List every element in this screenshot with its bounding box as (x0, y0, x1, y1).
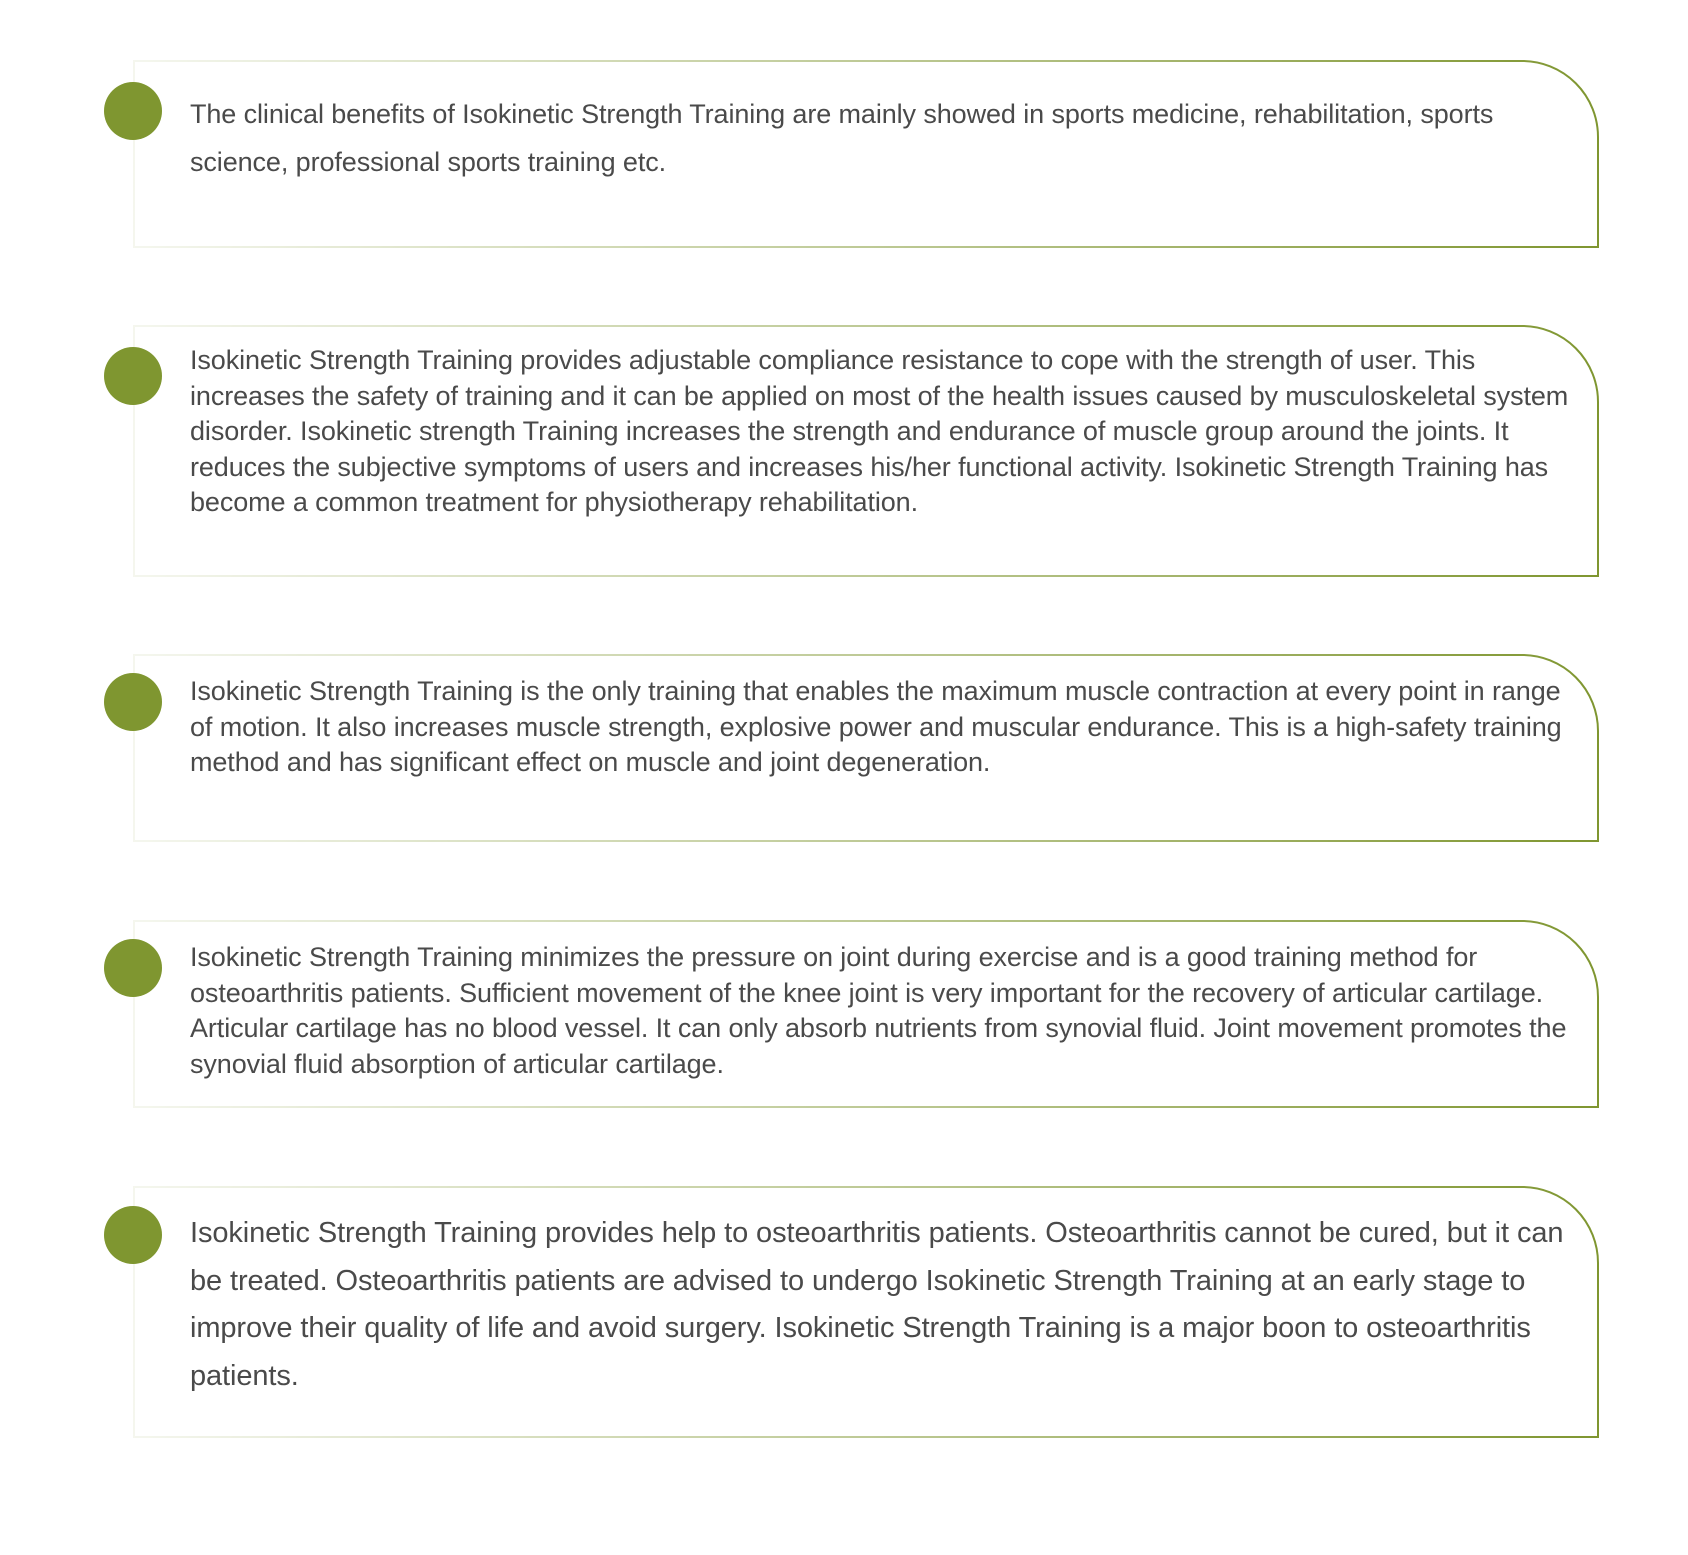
benefit-text: Isokinetic Strength Training minimizes t… (190, 942, 1567, 1079)
card-outline (133, 654, 1599, 842)
bullet-dot-icon (104, 1206, 162, 1264)
benefit-card-5: Isokinetic Strength Training provides he… (104, 1186, 1599, 1438)
bullet-dot-icon (104, 673, 162, 731)
benefit-text: Isokinetic Strength Training is the only… (190, 676, 1562, 777)
card-outline (133, 60, 1599, 248)
benefit-text: Isokinetic Strength Training provides he… (190, 1217, 1564, 1392)
benefit-text: The clinical benefits of Isokinetic Stre… (190, 99, 1494, 177)
card-outline (133, 325, 1599, 577)
card-border (133, 1186, 1599, 1438)
card-border (133, 654, 1599, 842)
card-outline (133, 1186, 1599, 1438)
benefit-card-1: The clinical benefits of Isokinetic Stre… (104, 60, 1599, 248)
card-border (133, 325, 1599, 577)
bullet-dot-icon (104, 347, 162, 405)
bullet-dot-icon (104, 82, 162, 140)
benefit-card-3: Isokinetic Strength Training is the only… (104, 654, 1599, 842)
card-border (133, 920, 1599, 1108)
benefit-card-4: Isokinetic Strength Training minimizes t… (104, 920, 1599, 1108)
bullet-dot-icon (104, 939, 162, 997)
card-outline (133, 920, 1599, 1108)
benefit-text: Isokinetic Strength Training provides ad… (190, 345, 1569, 517)
card-border (133, 60, 1599, 248)
benefit-card-2: Isokinetic Strength Training provides ad… (104, 325, 1599, 577)
